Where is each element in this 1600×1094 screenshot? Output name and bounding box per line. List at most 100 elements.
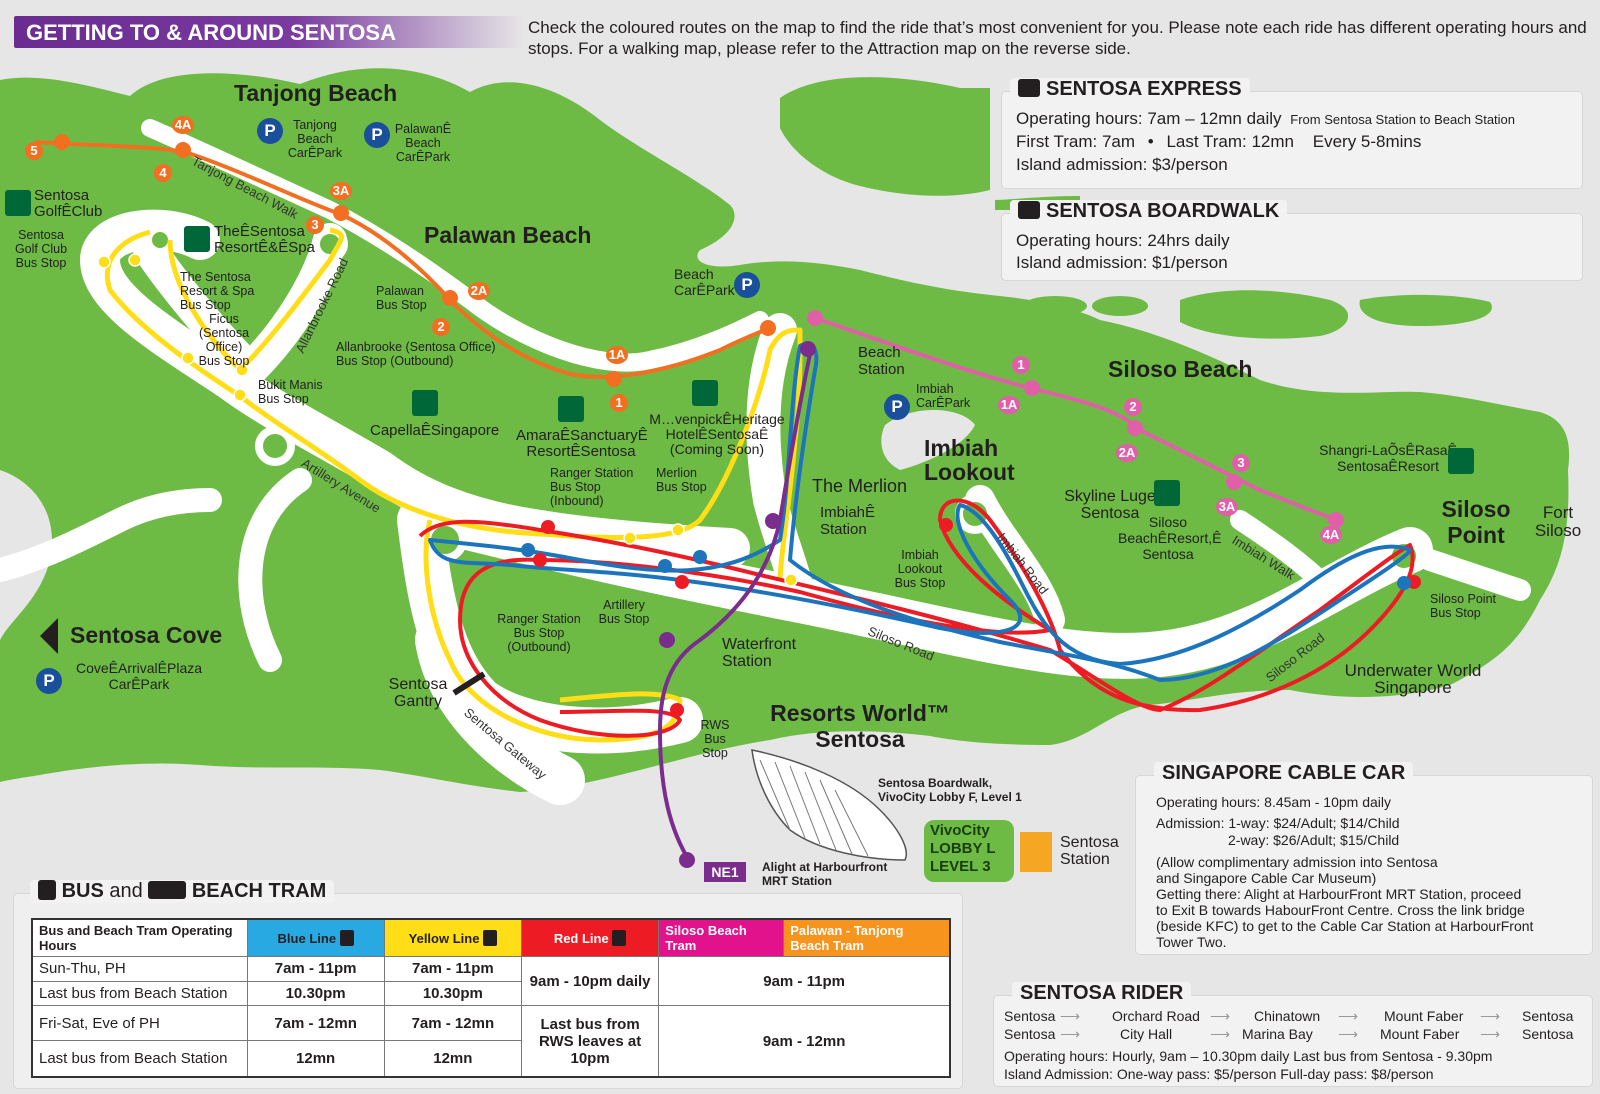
place-cove-carpark: CoveÊArrivalÊPlaza CarÊPark (75, 660, 203, 692)
header-blue-label: Blue Line (277, 931, 337, 946)
parking-icon: P (36, 668, 62, 694)
place-beach-carpark: Beach CarÊPark (674, 266, 735, 298)
yellow-inner-loop (167, 227, 344, 373)
header-palawan-tram: Palawan - Tanjong Beach Tram (783, 918, 951, 957)
schedule-row: Last bus from Beach Station 12mn 12mn (31, 1040, 950, 1078)
gantry-bar (452, 671, 486, 696)
pink-stop-4a: 4A (1320, 526, 1342, 544)
rider-title: SENTOSA RIDER (1012, 982, 1192, 1005)
road-gateway (415, 615, 585, 805)
label-fort-siloso: Fort Siloso (1534, 503, 1582, 540)
hotel-icon (692, 380, 718, 406)
express-hours-line: Operating hours: 7am – 12mn daily From S… (1016, 108, 1515, 131)
header-red-label: Red Line (553, 931, 609, 946)
pink-stop-3: 3 (1232, 454, 1250, 472)
road-west-2 (0, 488, 222, 582)
header-siloso-tram: Siloso Beach Tram (658, 918, 785, 957)
rider-route-1-stop: Orchard Road (1112, 1008, 1200, 1024)
rider-route-2-stop: Sentosa (1522, 1026, 1574, 1042)
express-admission: Island admission: $3/person (1016, 155, 1228, 174)
road-siloso-spur (1419, 549, 1531, 601)
express-tram-times: First Tram: 7am • Last Tram: 12mn Every … (1016, 131, 1421, 153)
yellow-value: 7am - 12mn (383, 1004, 522, 1042)
label-sentosa-gantry: Sentosa Gantry (388, 676, 448, 710)
orange-stop-3: 3 (306, 216, 324, 234)
cable-car-dir-2: to Exit B towards HabourFront Centre. Cr… (1156, 902, 1525, 918)
express-title-box: SENTOSA EXPRESS (1010, 78, 1250, 101)
blue-value: 7am - 12mn (246, 1004, 385, 1042)
orange-stop-4a: 4A (172, 116, 194, 134)
hotel-icon (184, 226, 210, 252)
label-sentosa-cove: Sentosa Cove (70, 622, 223, 648)
row-label: Last bus from Beach Station (31, 1040, 248, 1078)
arrow-icon: ⟶ (1480, 1008, 1501, 1024)
place-siloso-point-bus: Siloso Point Bus Stop (1430, 592, 1497, 620)
express-last-tram: Last Tram: 12mn (1166, 132, 1294, 151)
rider-admission: Island Admission: One-way pass: $5/perso… (1004, 1066, 1434, 1082)
express-title: SENTOSA EXPRESS (1046, 78, 1242, 100)
rider-route-1-stop: Mount Faber (1384, 1008, 1464, 1024)
hotel-icon (558, 396, 584, 422)
ne1-badge: NE1 (704, 862, 746, 882)
blue-stop-dots (521, 543, 1411, 590)
label-resorts-world: Resorts World™ Sentosa (770, 700, 950, 752)
rider-route-2-stop: Marina Bay (1242, 1026, 1313, 1042)
boardwalk-admission: Island admission: $1/person (1016, 253, 1228, 272)
cable-car-panel (1136, 776, 1592, 954)
row-label: Last bus from Beach Station (31, 980, 248, 1006)
label-skyline-luge: Skyline Luge Sentosa (1064, 488, 1156, 522)
express-bullet: • (1147, 132, 1154, 151)
island-lobe-5 (1180, 290, 1349, 339)
arrow-icon: ⟶ (1210, 1008, 1231, 1024)
pink-stop-1a: 1A (998, 396, 1020, 414)
rider-hours: Operating hours: Hourly, 9am – 10.30pm d… (1004, 1048, 1493, 1064)
express-first-tram: First Tram: 7am (1016, 132, 1136, 151)
header-operating-hours: Bus and Beach Tram Operating Hours (31, 918, 248, 957)
label-tanjong-beach: Tanjong Beach (234, 80, 398, 106)
label-palawan-beach: Palawan Beach (424, 222, 592, 248)
place-rws-bus: RWS Bus Stop (700, 718, 730, 760)
boardwalk-title: SENTOSA BOARDWALK (1046, 200, 1280, 222)
place-shangri-la: Shangri-LaÕsÊRasaÊ SentosaÊResort (1319, 442, 1457, 474)
rider-route-1-stop: Sentosa (1004, 1008, 1056, 1024)
arrow-icon: ⟶ (1338, 1008, 1359, 1024)
parking-icon: P (364, 122, 390, 148)
place-amara: AmaraÊSanctuaryÊ ResortÊSentosa (516, 427, 648, 460)
place-merlion-bus: Merlion Bus Stop (656, 466, 707, 494)
rider-route-1-stop: Chinatown (1254, 1008, 1321, 1024)
place-imbiah-lookout-bus: Imbiah Lookout Bus Stop (894, 548, 946, 590)
red-value-a: 9am - 10pm daily (520, 956, 660, 1006)
header-red-line: Red Line (520, 918, 660, 957)
pink-stop-3a: 3A (1216, 498, 1238, 516)
tram-icon (148, 881, 187, 899)
place-capella: CapellaÊSingapore (370, 422, 500, 439)
red-stop-dots (533, 518, 1421, 717)
red-line (418, 498, 1415, 738)
place-harbourfront: Alight at Harbourfront MRT Station (762, 860, 888, 888)
cable-car-dir-1: Getting there: Alight at HarbourFront MR… (1156, 886, 1522, 902)
label-siloso-point: Siloso Point (1441, 496, 1511, 548)
road-west (238, 468, 312, 672)
bus-icon (339, 930, 354, 946)
hotel-icon (5, 190, 31, 216)
arrow-icon: ⟶ (1060, 1008, 1081, 1024)
arrow-icon: ⟶ (1060, 1026, 1081, 1042)
intro-text: Check the coloured routes on the map to … (528, 18, 1587, 58)
island-lobe-1 (780, 77, 990, 196)
blue-main (428, 341, 1412, 682)
arrow-icon: ⟶ (1338, 1026, 1359, 1042)
row-label: Sun-Thu, PH (31, 956, 248, 982)
label-imbiah-lookout: Imbiah Lookout (924, 435, 1015, 485)
rider-route-2-stop: Mount Faber (1380, 1026, 1460, 1042)
place-vivocity-lobby: VivoCity LOBBY L LEVEL 3 (930, 822, 996, 875)
boardwalk-icon (1018, 201, 1040, 219)
hotel-icon (1448, 448, 1474, 474)
header-yellow-label: Yellow Line (408, 931, 480, 946)
place-siloso-beach-resort: Siloso BeachÊResort,Ê Sentosa (1118, 514, 1222, 562)
sentosa-cove-arrow (40, 618, 58, 654)
place-bukit-manis-bus: Bukit Manis Bus Stop (258, 378, 323, 406)
page-title: GETTING TO & AROUND SENTOSA (26, 20, 396, 45)
schedule-table: Bus and Beach Tram Operating Hours Blue … (31, 918, 951, 1078)
parking-icon: P (884, 394, 910, 420)
